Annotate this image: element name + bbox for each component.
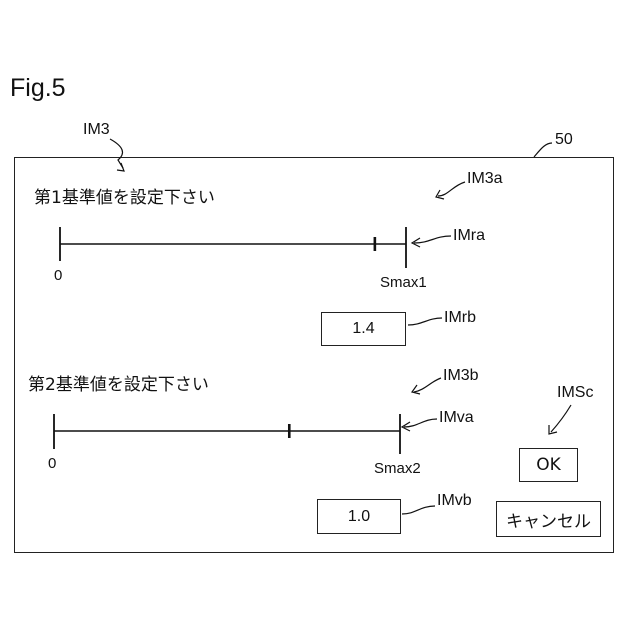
leader-prompt1 bbox=[438, 182, 465, 196]
leader-device bbox=[534, 143, 552, 157]
leader-buttons bbox=[551, 405, 571, 432]
leader-prompt2 bbox=[414, 378, 441, 392]
leader-slider1 bbox=[414, 236, 451, 243]
leader-value1 bbox=[408, 318, 442, 325]
leader-prompt2-arrowhead bbox=[412, 385, 420, 394]
leader-value2 bbox=[402, 506, 435, 514]
